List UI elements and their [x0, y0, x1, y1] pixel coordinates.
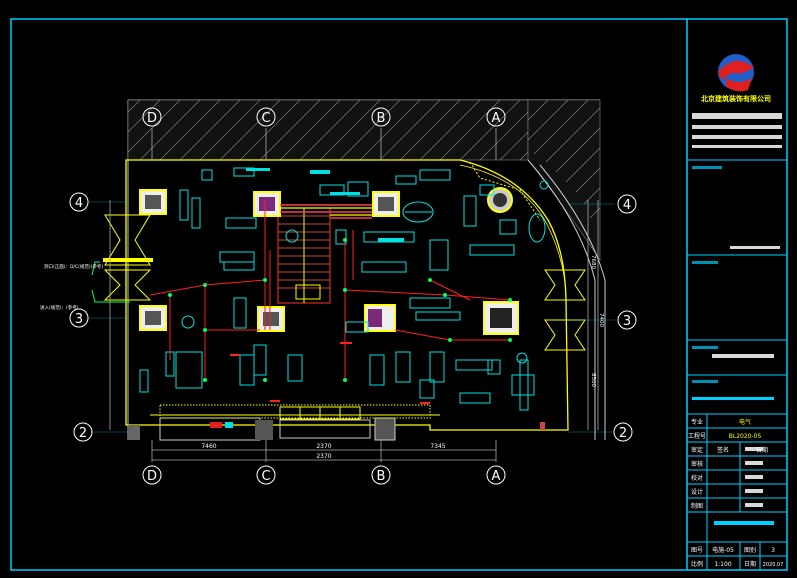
stamp-bar [714, 521, 774, 525]
axis-top-D: D [142, 107, 162, 127]
svg-text:3: 3 [623, 314, 631, 329]
sheet-value: 3 [771, 547, 775, 554]
fixture-fills [246, 168, 404, 242]
axis-bottom-D: D [142, 465, 162, 485]
title-row-label: 设计 [691, 488, 703, 496]
svg-text:A: A [492, 469, 501, 484]
dimension-lines [109, 128, 599, 462]
dim-mid: 2370 [316, 443, 331, 450]
section-heading-3 [692, 346, 718, 349]
title-row-label: 校对 [691, 474, 703, 482]
dim-right-2: 7400 [598, 313, 604, 327]
title-bottom-value: 电施-05 [712, 546, 734, 554]
address-bar-1 [692, 125, 782, 129]
title-bottom-label: 图号 [691, 547, 703, 554]
title-row-value: BL2020-05 [729, 433, 762, 440]
title-block [687, 159, 787, 570]
title-row-label: 审定 [691, 446, 703, 454]
axis-top-A: A [486, 107, 506, 127]
title-row-label: 工程号 [688, 432, 706, 440]
fixtures [139, 167, 535, 411]
signature-mark [745, 447, 763, 451]
svg-text:4: 4 [75, 196, 83, 211]
dim-right-3: 8500 [590, 373, 596, 387]
title-col-header: 日期 [756, 446, 768, 454]
title-row-label: 专业 [691, 418, 703, 426]
svg-text:C: C [261, 469, 270, 484]
title-bottom-value: 1:100 [714, 561, 731, 568]
company-name: 北京建筑装饰有限公司 [701, 94, 771, 103]
section-heading-2 [692, 261, 718, 264]
svg-text:D: D [147, 469, 157, 484]
axis-left-2: 2 [73, 422, 93, 442]
company-logo [718, 54, 754, 92]
lighting-points [168, 238, 512, 382]
column-units [139, 187, 519, 335]
client-name-bar [712, 354, 774, 358]
feeder-bundle-yellow [280, 207, 372, 216]
signature-mark [745, 461, 763, 465]
signature-mark [745, 475, 763, 479]
axis-top-B: B [371, 107, 391, 127]
axis-right-4: 4 [617, 194, 637, 214]
section-heading-1 [692, 166, 722, 169]
svg-text:D: D [147, 111, 157, 126]
dim-bottom-2: 7345 [430, 443, 445, 450]
address-bar-2 [692, 135, 782, 139]
svg-text:B: B [377, 111, 386, 126]
axis-left-3: 3 [69, 308, 89, 328]
svg-text:2: 2 [79, 426, 87, 441]
drawing-name-bar [692, 397, 774, 400]
address-bar-3 [692, 145, 782, 148]
title-row-label: 审核 [691, 460, 703, 468]
signature-mark [745, 489, 763, 493]
title-bottom-label: 比例 [691, 560, 703, 568]
project-name-bar [692, 113, 782, 119]
note-left-lower: 进入(规范)：(参考) [40, 304, 79, 311]
svg-text:4: 4 [623, 198, 631, 213]
date-value: 2020.07 [763, 562, 784, 568]
axis-bottom-C: C [256, 465, 276, 485]
sheet-label: 图别 [744, 546, 756, 554]
title-col-header: 签名 [717, 446, 729, 454]
axis-right-2: 2 [613, 422, 633, 442]
section-heading-4 [692, 380, 718, 383]
note-left-upper: 洞口(正面)：D/C(规范)(参考) [44, 263, 103, 270]
title-row-label: 制图 [691, 502, 703, 510]
hatched-zone-top [127, 99, 529, 161]
axis-left-4: 4 [69, 192, 89, 212]
feeder-bundle [280, 204, 372, 219]
svg-text:B: B [377, 469, 386, 484]
signature-mark [745, 503, 763, 507]
drawing-frame [10, 18, 788, 571]
axis-bottom-A: A [486, 465, 506, 485]
section-text-1 [730, 246, 780, 249]
hatched-zone-right [527, 99, 601, 261]
dim-total: 2370 [316, 453, 331, 460]
svg-text:2: 2 [619, 426, 627, 441]
title-row-value: 电气 [739, 418, 751, 426]
axis-bottom-B: B [371, 465, 391, 485]
date-label: 日期 [744, 560, 756, 568]
svg-text:A: A [492, 111, 501, 126]
svg-text:3: 3 [75, 312, 83, 327]
svg-text:C: C [261, 111, 270, 126]
floor-plan [88, 99, 615, 462]
axis-right-3: 3 [617, 310, 637, 330]
dim-right-1: 7680 [590, 255, 596, 269]
axis-top-C: C [256, 107, 276, 127]
dim-bottom-1: 7460 [201, 443, 216, 450]
